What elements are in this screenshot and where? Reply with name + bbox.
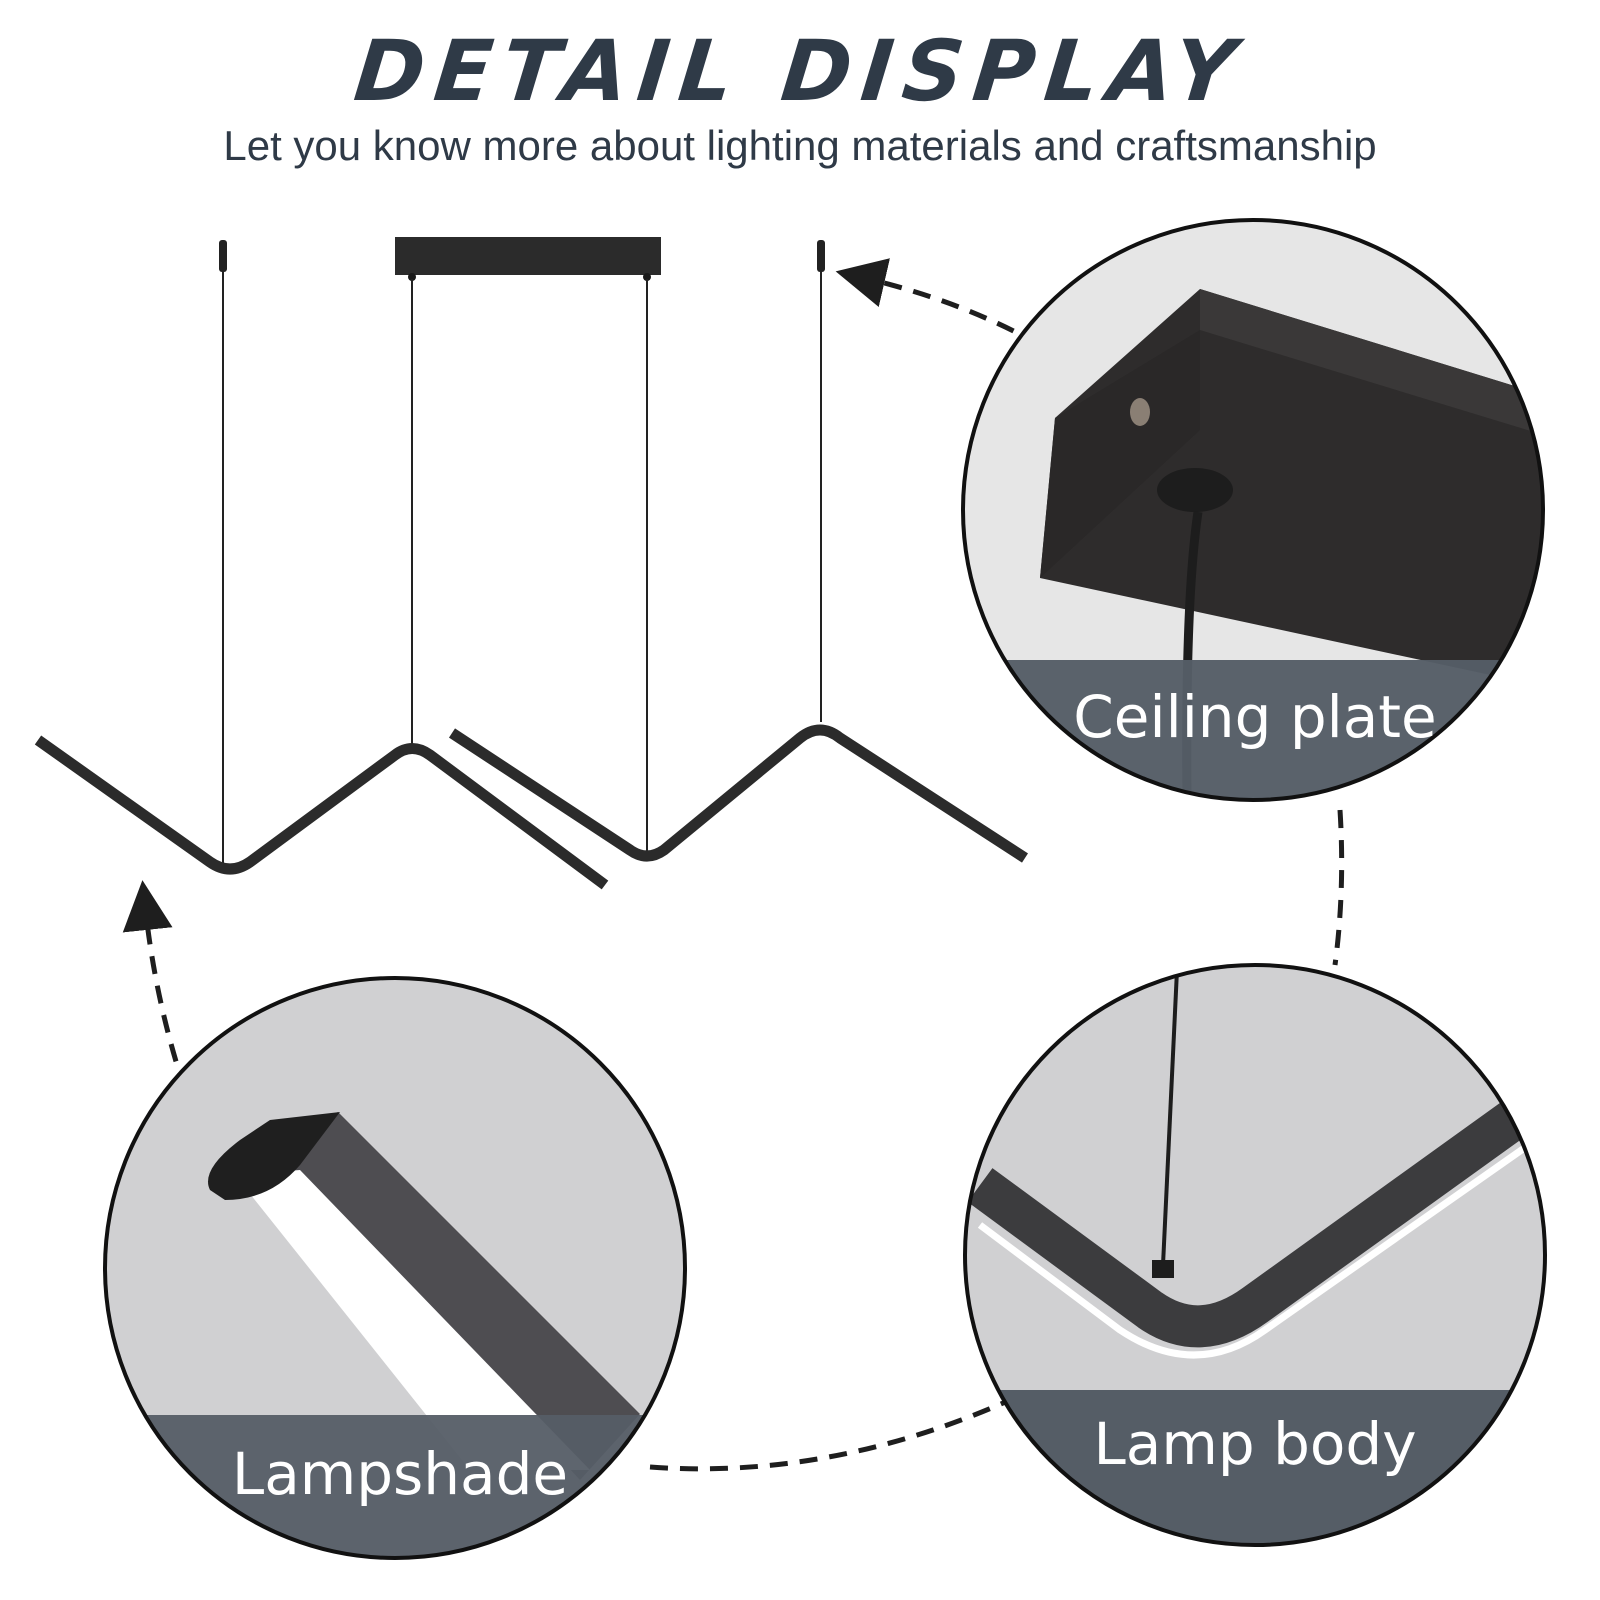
- lampshade-label: Lampshade: [231, 1440, 569, 1508]
- lamp-body-label: Lamp body: [1093, 1410, 1417, 1478]
- lampshade-callout: [105, 978, 685, 1558]
- lamp-body-callout: [965, 965, 1545, 1545]
- ceiling-plate-label: Ceiling plate: [1073, 683, 1437, 751]
- pendant-lamp-icon: [34, 237, 1028, 890]
- page-subtitle: Let you know more about lighting materia…: [223, 122, 1377, 169]
